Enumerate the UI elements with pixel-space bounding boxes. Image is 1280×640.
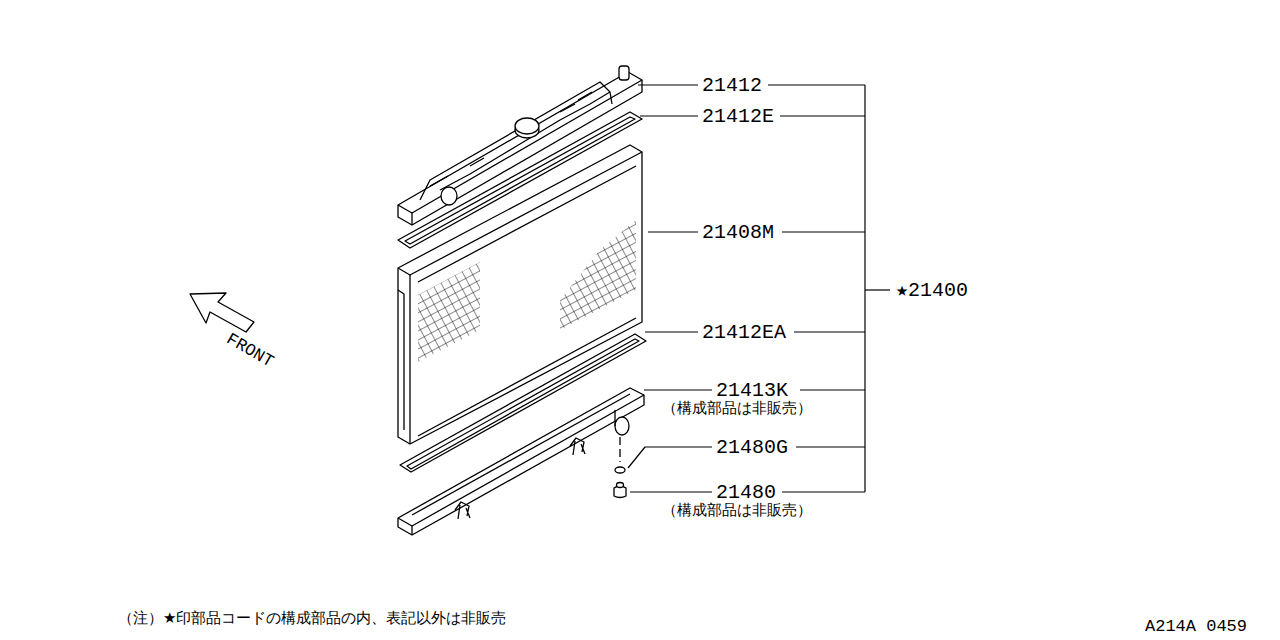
leader-lines-part bbox=[796, 446, 865, 447]
leader-lines-part bbox=[782, 231, 865, 232]
lower-tank-part bbox=[570, 438, 585, 455]
part-number: 21480 bbox=[714, 481, 778, 504]
part-number: 21413K bbox=[714, 379, 790, 402]
radiator-core-part bbox=[409, 275, 410, 444]
leader-lines bbox=[628, 85, 890, 492]
upper-tank-part bbox=[515, 118, 539, 134]
leader-lines-part bbox=[864, 85, 865, 492]
leader-lines-part bbox=[800, 389, 865, 390]
lower-tank-part bbox=[455, 502, 470, 519]
leader-lines-part bbox=[780, 115, 865, 116]
assembly-number: ★21400 bbox=[894, 279, 970, 302]
part-number: 21412EA bbox=[700, 321, 788, 344]
upper-tank-part bbox=[619, 66, 629, 80]
leader-lines-part bbox=[628, 447, 712, 468]
lower-tank bbox=[398, 388, 644, 535]
drain-plug-part bbox=[619, 437, 620, 462]
leader-lines-part bbox=[865, 289, 890, 290]
lower-tank-part bbox=[615, 417, 629, 435]
lower-tank-part bbox=[398, 395, 644, 526]
leader-lines-part bbox=[794, 331, 865, 332]
part-number: 21480G bbox=[714, 436, 790, 459]
drain-plug-part bbox=[615, 467, 625, 473]
leader-lines-part bbox=[644, 389, 712, 390]
upper-tank-part bbox=[441, 187, 457, 205]
leader-lines-part bbox=[640, 115, 698, 116]
front-arrow bbox=[190, 293, 254, 332]
front-label: FRONT bbox=[221, 329, 278, 373]
part-number: 21412E bbox=[700, 105, 776, 128]
part-number: 21412 bbox=[700, 74, 764, 97]
radiator-core-part bbox=[398, 290, 404, 430]
drain-plug bbox=[614, 437, 626, 498]
lower-tank-part bbox=[411, 526, 412, 535]
lower-tank-part bbox=[614, 410, 615, 426]
radiator-core-part bbox=[560, 220, 636, 330]
sale-note: （構成部品は非販売） bbox=[660, 502, 814, 519]
drawing-code: A214A 0459 bbox=[1143, 617, 1249, 637]
lower-tank-part bbox=[398, 388, 644, 535]
upper-tank-part bbox=[430, 92, 592, 186]
sale-note: （構成部品は非販売） bbox=[660, 400, 814, 417]
lower-tank-part bbox=[412, 394, 630, 515]
radiator-core-part bbox=[418, 166, 636, 282]
leader-lines-part bbox=[648, 231, 698, 232]
radiator-illustration-part bbox=[190, 66, 890, 535]
footnote: （注）★印部品コードの構成部品の内、表記以外は非販売 bbox=[116, 610, 508, 627]
leader-lines-part bbox=[645, 331, 698, 332]
part-number: 21408M bbox=[700, 221, 776, 244]
front-arrow-part bbox=[190, 293, 254, 332]
leader-lines-part bbox=[782, 491, 865, 492]
leader-lines-part bbox=[768, 84, 865, 85]
upper-tank-part bbox=[411, 213, 412, 225]
drain-plug-part bbox=[617, 483, 624, 488]
leader-lines-part bbox=[638, 84, 698, 85]
leader-lines-part bbox=[630, 491, 712, 492]
